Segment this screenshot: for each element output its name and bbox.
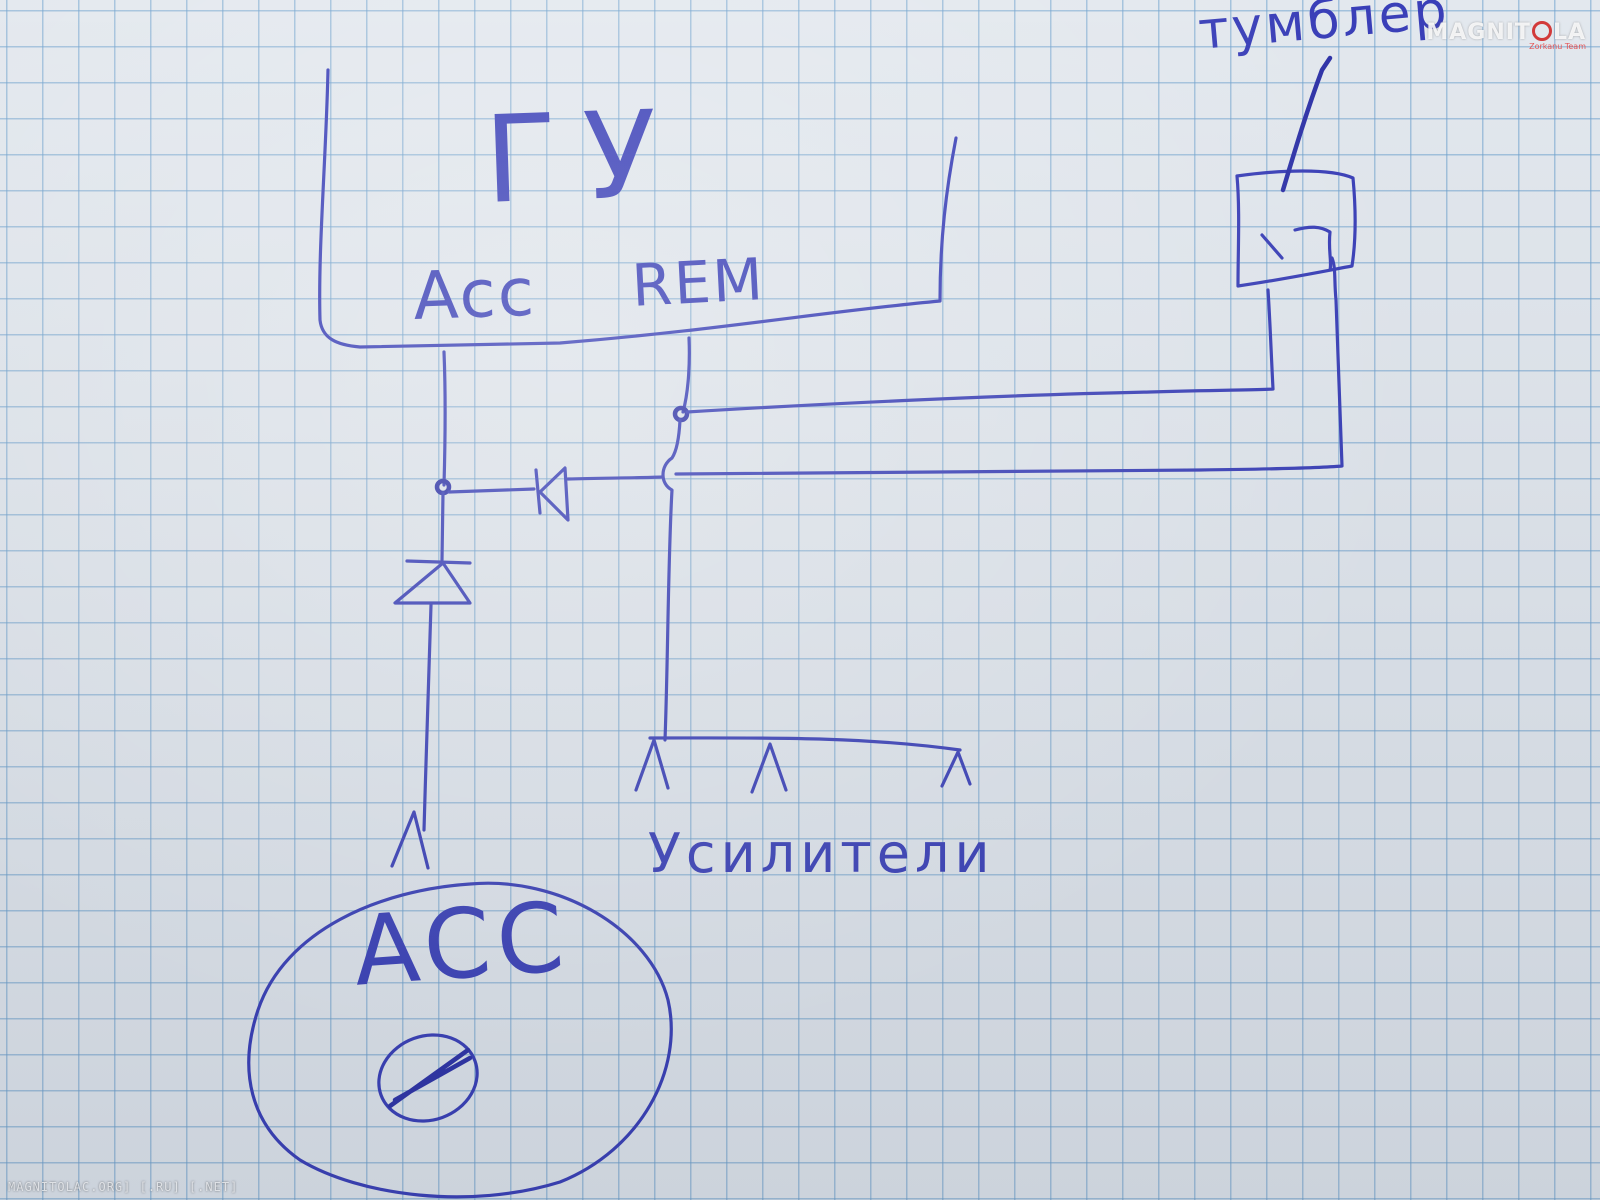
acc-pin-wire <box>442 350 447 487</box>
watermark-brand-left: MAGNIT <box>1426 20 1531 45</box>
acc-pin-label: Acc <box>412 253 538 335</box>
toggle-switch-lever <box>1280 55 1333 193</box>
rem-pin-wire <box>681 336 691 414</box>
watermark-team: Zorkanu Team <box>1529 42 1586 51</box>
junction-to-diode-wire <box>447 487 536 494</box>
ignition-acc-label: ACC <box>350 880 574 1008</box>
ignition-circle <box>247 881 673 1199</box>
consumer-arrow-2 <box>750 742 788 794</box>
watermark-o-icon <box>1531 21 1552 41</box>
vertical-diode-body <box>393 561 472 605</box>
acc-input-wire <box>422 603 433 832</box>
switch-return-wire <box>674 256 1344 476</box>
rem-pin-label: REM <box>630 245 767 320</box>
consumer-arrow-3 <box>940 750 972 788</box>
watermark-brand-right: LA <box>1552 20 1586 45</box>
footer-watermark: MAGNITOLAC.ORG] [.RU] [.NET] <box>8 1180 239 1194</box>
amplifiers-label: Усилители <box>648 822 995 885</box>
key-slot-outline <box>377 1033 479 1123</box>
toggle-switch-contact <box>1260 225 1333 272</box>
rem-to-switch-wire <box>685 288 1275 414</box>
horizontal-diode-to-rem-wire <box>566 475 664 481</box>
consumers-bus-wire <box>648 736 962 752</box>
head-unit-outline <box>318 68 958 349</box>
toggle-switch-housing <box>1235 169 1357 288</box>
acc-input-arrow <box>390 810 430 870</box>
rem-bus-wire <box>661 418 682 742</box>
consumer-arrow-1 <box>634 738 670 792</box>
acc-junction-dot <box>434 478 452 496</box>
rem-junction-dot <box>672 405 690 423</box>
horizontal-diode-cathode <box>534 468 542 515</box>
horizontal-diode-body <box>538 466 570 522</box>
head-unit-label: ГУ <box>482 85 686 231</box>
key-slot-icon <box>387 1047 473 1109</box>
vertical-diode-lead-top <box>440 491 445 562</box>
watermark-logo: MAGNIT LA Zorkanu Team <box>1426 20 1586 51</box>
vertical-diode-cathode <box>405 559 472 565</box>
